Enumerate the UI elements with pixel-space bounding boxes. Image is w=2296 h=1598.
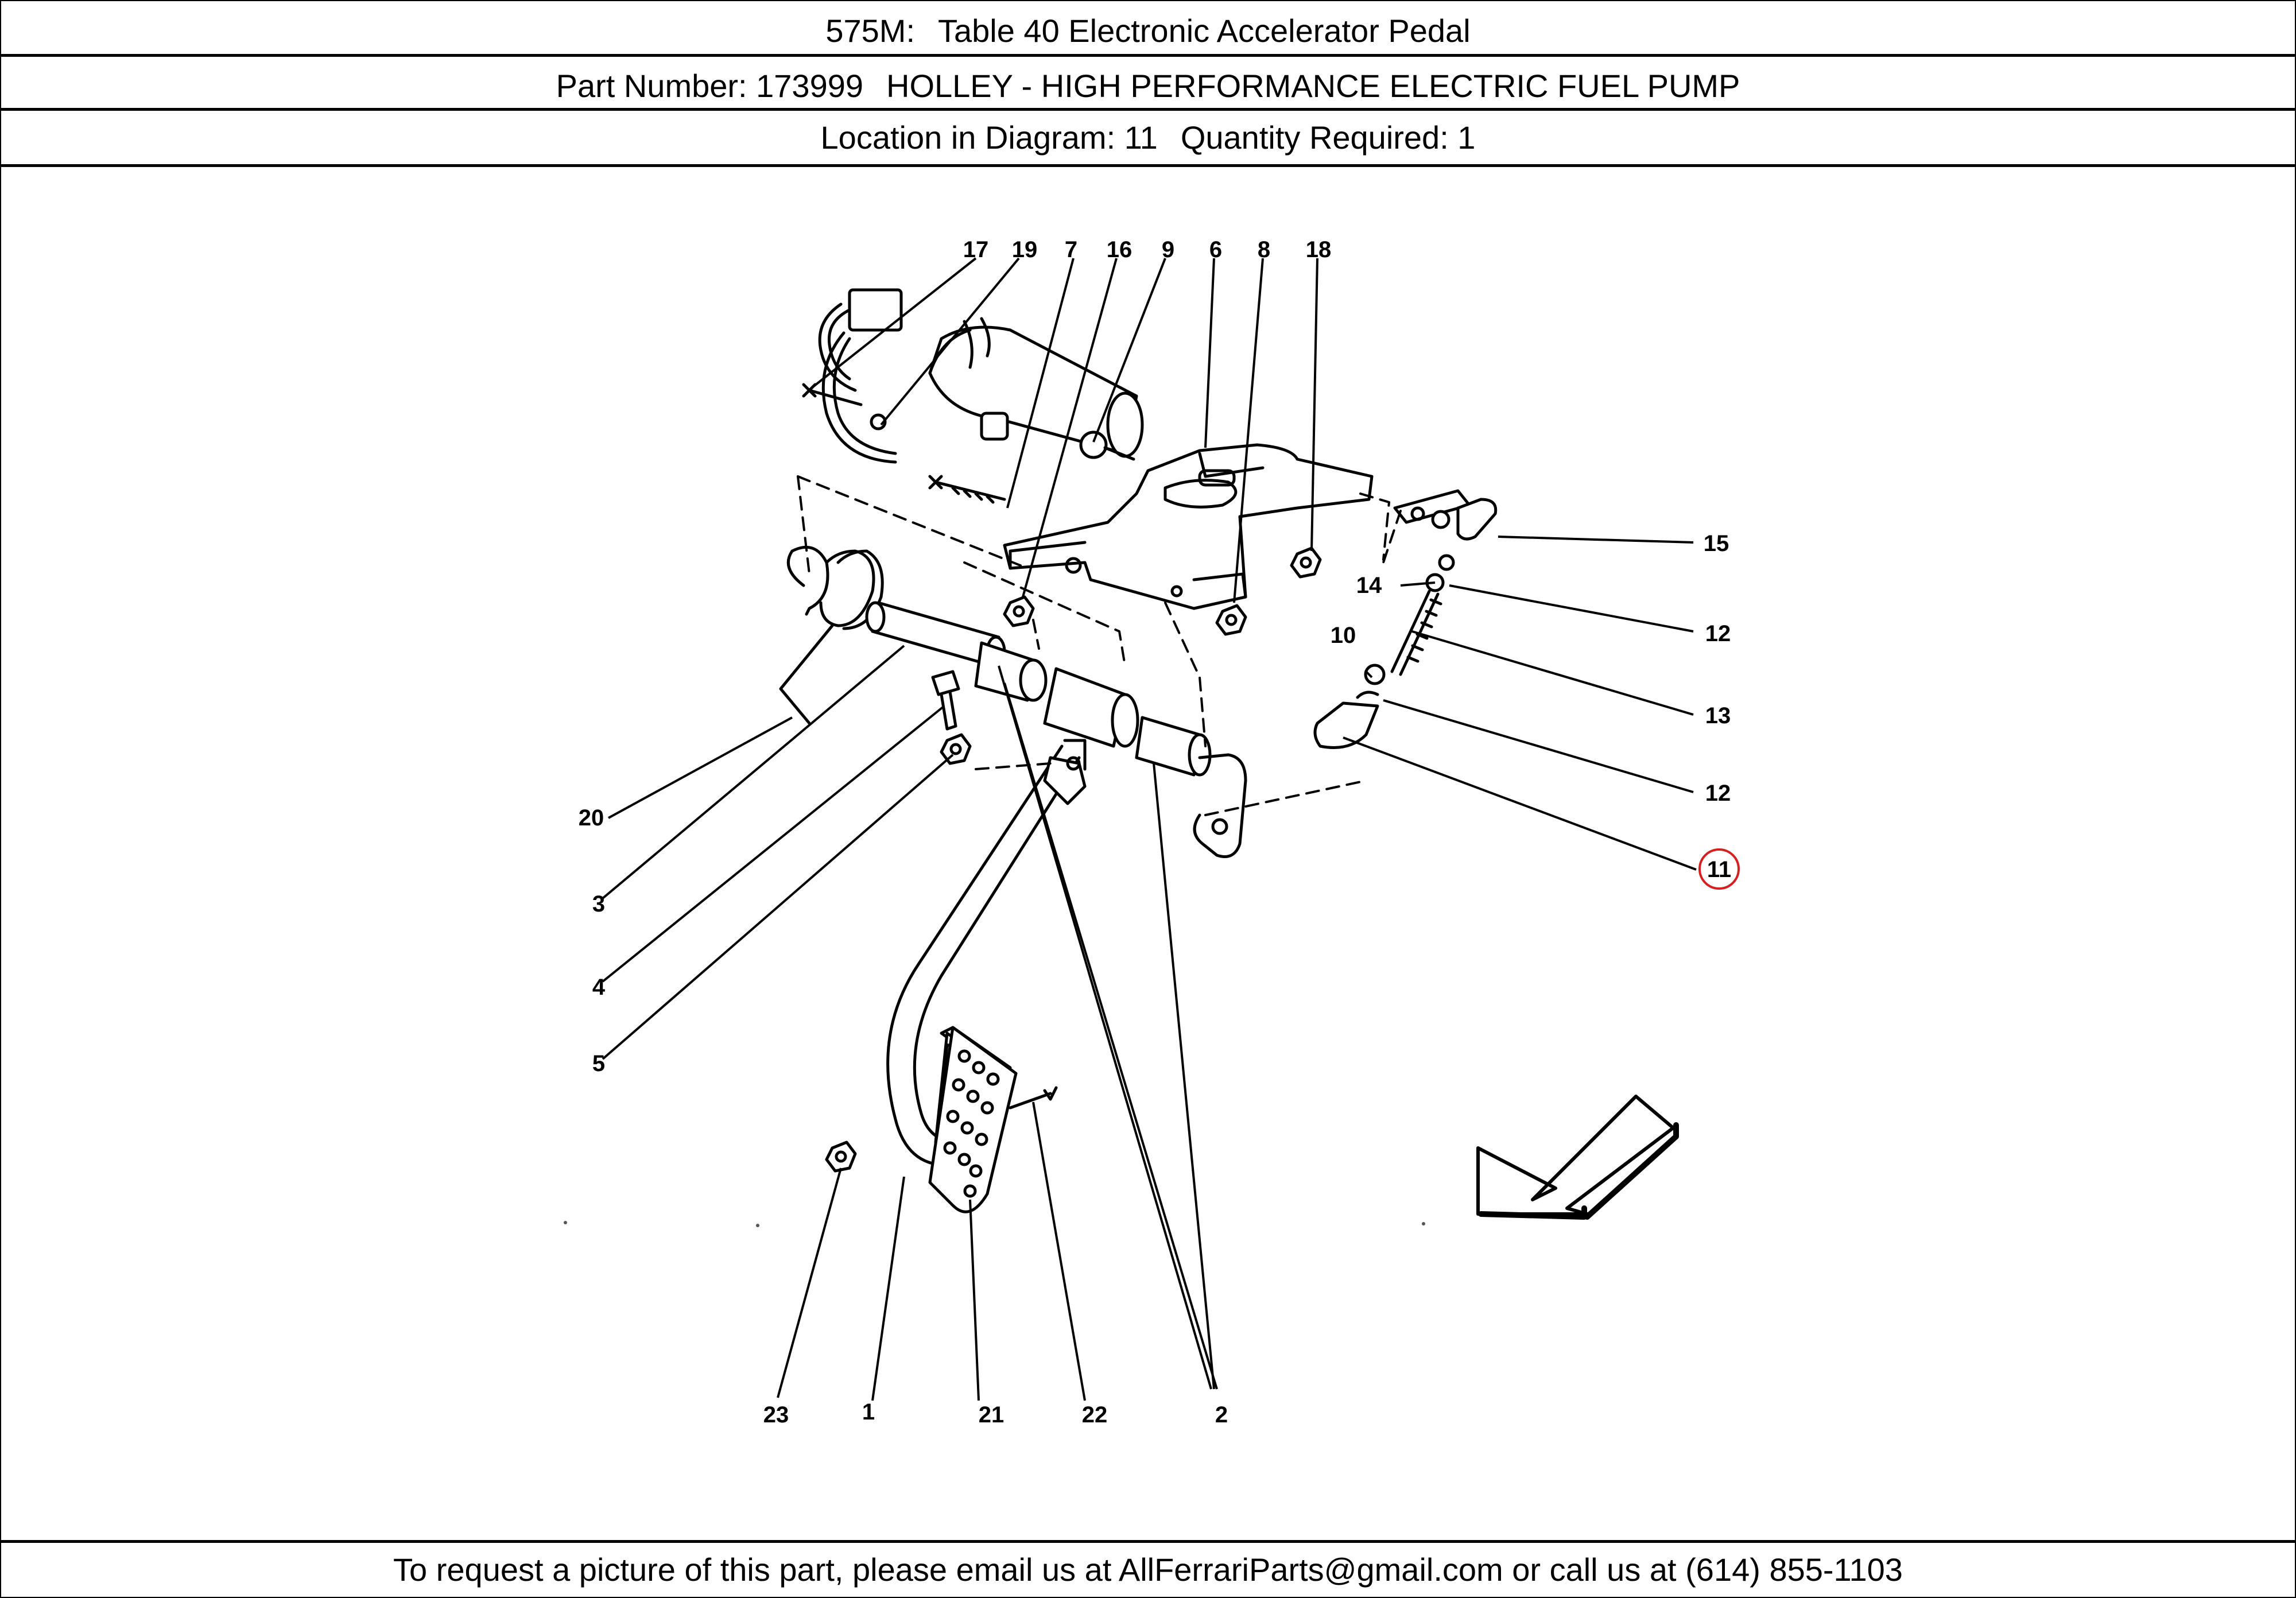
callout-label: 12 xyxy=(1705,621,1731,646)
callout-label: 12 xyxy=(1705,781,1731,806)
mounting-bracket xyxy=(928,443,1374,610)
callout-label: 8 xyxy=(1258,237,1270,262)
callout-label: 18 xyxy=(1306,237,1332,262)
divider xyxy=(0,54,2296,57)
callout-leaders xyxy=(602,257,1697,1401)
return-spring xyxy=(779,545,884,725)
part-description: HOLLEY - HIGH PERFORMANCE ELECTRIC FUEL … xyxy=(886,68,1740,104)
callout-label: 13 xyxy=(1705,703,1731,728)
callout-label: 14 xyxy=(1356,573,1382,598)
callout-label: 17 xyxy=(963,237,989,262)
wiring-connector xyxy=(818,288,903,464)
divider xyxy=(0,108,2296,111)
callout-labels: 17 19 7 16 9 6 8 18 15 14 12 10 13 12 11… xyxy=(579,237,1740,1428)
callout-label-highlighted: 11 xyxy=(1707,857,1731,882)
stop-bolt xyxy=(931,670,972,765)
callout-label: 1 xyxy=(862,1399,875,1425)
callout-label: 19 xyxy=(1012,237,1038,262)
callout-label: 2 xyxy=(1215,1402,1228,1428)
model-code: 575M: xyxy=(825,13,915,49)
exploded-parts-diagram: 17 19 7 16 9 6 8 18 15 14 12 10 13 12 11… xyxy=(564,237,1740,1428)
callout-label: 21 xyxy=(979,1402,1004,1428)
callout-label: 6 xyxy=(1209,237,1222,262)
callout-label: 10 xyxy=(1331,623,1356,648)
quantity-required: Quantity Required: 1 xyxy=(1180,119,1476,156)
pedal-linkage xyxy=(1313,489,1498,749)
callout-label: 15 xyxy=(1704,531,1729,556)
divider xyxy=(0,164,2296,167)
scan-dots xyxy=(564,1221,1425,1227)
part-number: Part Number: 173999 xyxy=(556,68,864,104)
hex-nuts xyxy=(1003,546,1322,636)
pedal-plate xyxy=(825,1026,1058,1213)
title-row: 575M: Table 40 Electronic Accelerator Ped… xyxy=(0,15,2296,47)
highlight-ring xyxy=(1698,848,1740,890)
callout-label: 9 xyxy=(1162,237,1174,262)
table-title: Table 40 Electronic Accelerator Pedal xyxy=(938,13,1471,49)
callout-label: 3 xyxy=(592,891,605,917)
contact-footer: To request a picture of this part, pleas… xyxy=(393,1552,1903,1588)
callout-label: 20 xyxy=(579,805,604,831)
direction-arrow-icon xyxy=(1476,1095,1675,1216)
diagram-location: Location in Diagram: 11 xyxy=(820,119,1158,156)
callout-label: 16 xyxy=(1107,237,1133,262)
callout-label: 5 xyxy=(592,1051,605,1076)
part-row: Part Number: 173999 HOLLEY - HIGH PERFORM… xyxy=(0,70,2296,102)
callout-label: 4 xyxy=(592,975,606,1000)
divider xyxy=(0,1540,2296,1543)
location-row: Location in Diagram: 11 Quantity Required… xyxy=(0,122,2296,154)
assembly-guide-lines xyxy=(797,475,1402,816)
callout-label: 7 xyxy=(1065,237,1077,262)
pivot-shaft xyxy=(865,601,1212,777)
callout-label: 23 xyxy=(763,1402,789,1428)
callout-label: 22 xyxy=(1082,1402,1108,1428)
